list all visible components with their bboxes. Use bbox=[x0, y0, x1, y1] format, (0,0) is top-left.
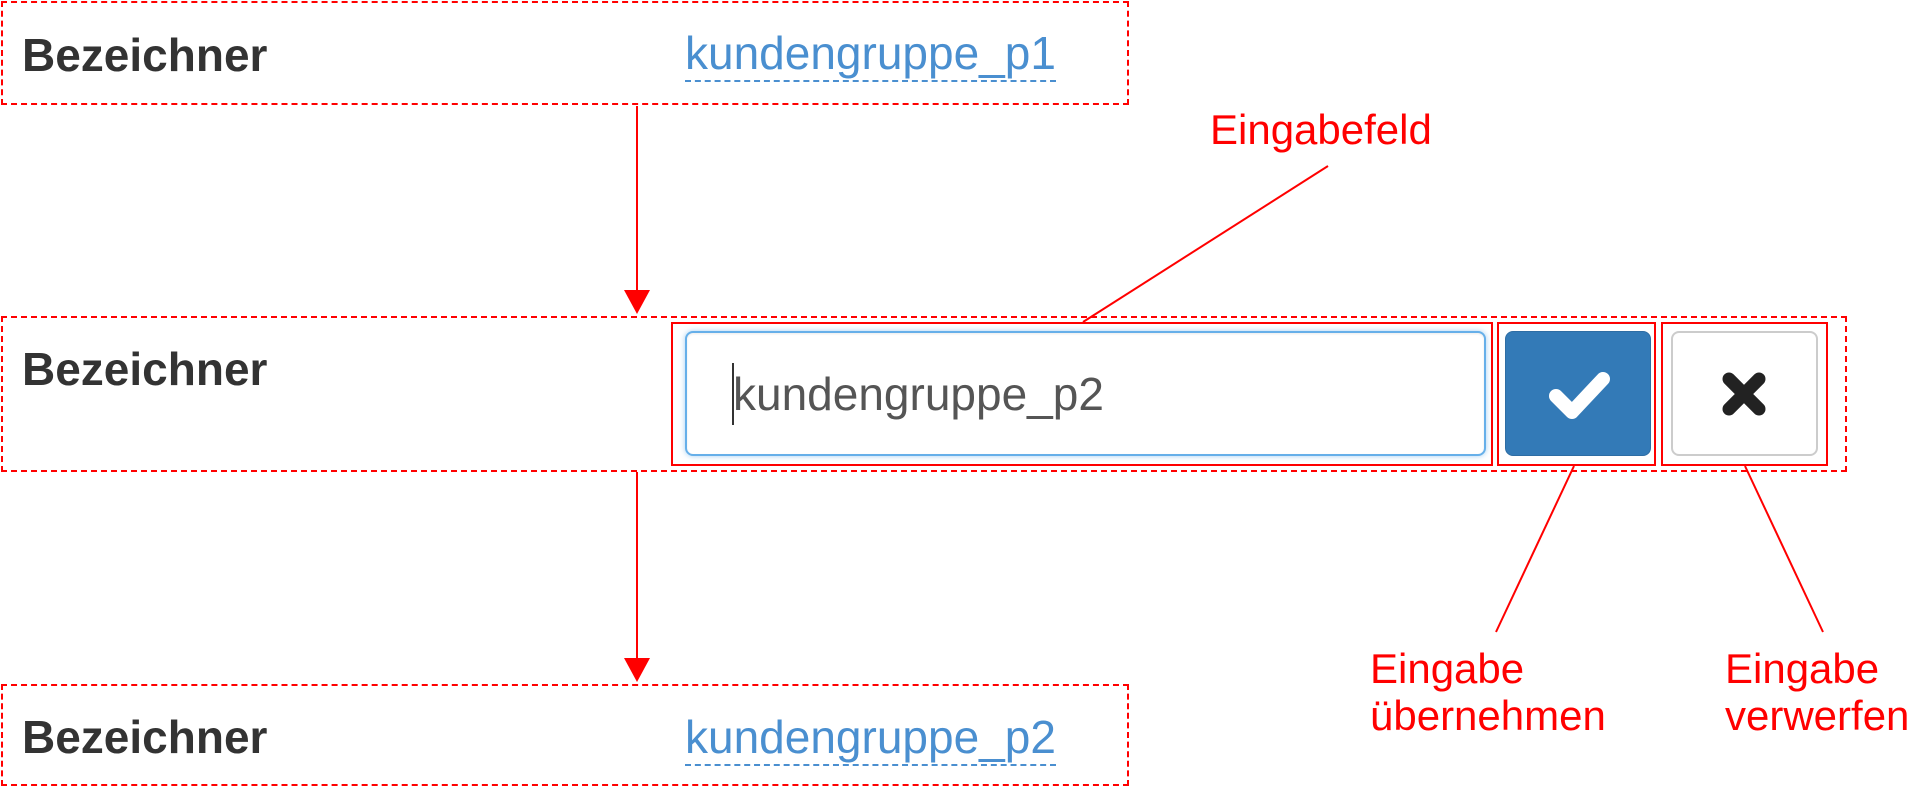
accept-button-highlight bbox=[1497, 322, 1656, 466]
identifier-input[interactable]: kundengruppe_p2 bbox=[685, 331, 1486, 456]
state-1-frame bbox=[1, 1, 1129, 105]
discard-button[interactable] bbox=[1671, 331, 1818, 456]
input-field-leader-line bbox=[1082, 165, 1329, 323]
value-link[interactable]: kundengruppe_p1 bbox=[685, 30, 1056, 82]
field-label: Bezeichner bbox=[22, 343, 268, 395]
input-field-annotation: Eingabefeld bbox=[1210, 106, 1432, 153]
flow-arrowhead bbox=[624, 658, 650, 682]
discard-leader-line bbox=[1744, 465, 1824, 633]
accept-annotation: Eingabe übernehmen bbox=[1370, 645, 1606, 740]
discard-button-highlight bbox=[1661, 322, 1828, 466]
value-link[interactable]: kundengruppe_p2 bbox=[685, 714, 1056, 766]
check-icon bbox=[1549, 372, 1610, 419]
discard-annotation: Eingabe verwerfen bbox=[1725, 645, 1910, 740]
text-caret bbox=[732, 363, 734, 425]
field-label: Bezeichner bbox=[22, 711, 268, 763]
flow-arrowhead bbox=[624, 290, 650, 314]
accept-leader-line bbox=[1495, 465, 1575, 633]
input-value: kundengruppe_p2 bbox=[733, 368, 1104, 420]
input-field-highlight bbox=[671, 322, 1493, 466]
accept-button[interactable] bbox=[1505, 331, 1651, 456]
state-2-frame bbox=[1, 316, 1847, 472]
state-3-frame bbox=[1, 684, 1129, 786]
close-icon bbox=[1722, 372, 1766, 416]
field-label: Bezeichner bbox=[22, 29, 268, 81]
